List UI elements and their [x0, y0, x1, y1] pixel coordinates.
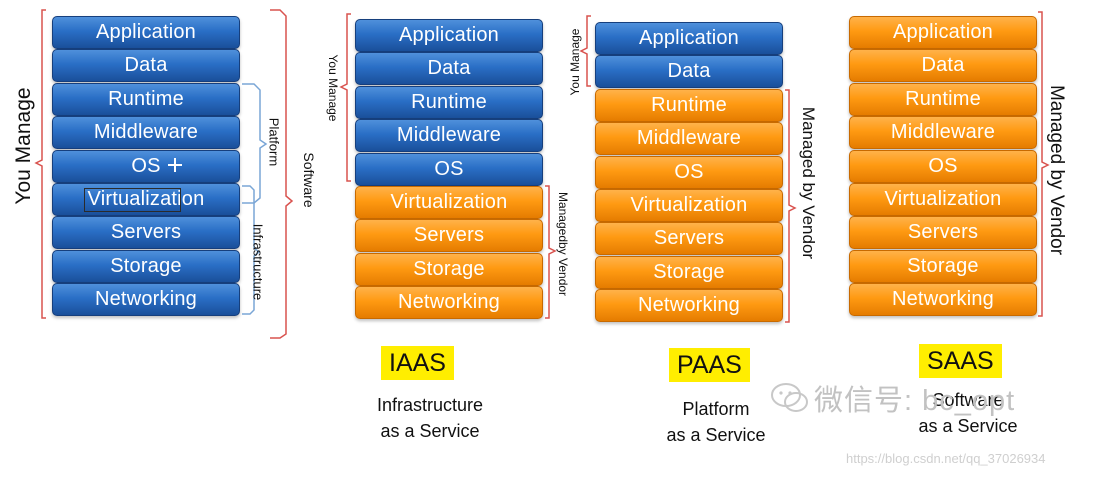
- bracket-you-manage-1: [34, 9, 46, 319]
- selection-box: [84, 188, 181, 212]
- software-label: Software: [301, 152, 317, 208]
- saas-caption-line2: as a Service: [918, 416, 1018, 436]
- bracket-software: [270, 9, 294, 339]
- managed-by-vendor-label-4: Managed by Vendor: [1046, 84, 1067, 256]
- layer-servers: Servers: [52, 216, 240, 250]
- layer-os: OS: [355, 152, 543, 186]
- layer-networking: Networking: [52, 283, 240, 317]
- platform-label: Platform: [266, 117, 282, 167]
- layer-runtime: Runtime: [355, 85, 543, 119]
- layer-application: Application: [595, 22, 783, 55]
- bracket-vendor-2: [545, 185, 557, 319]
- credit-url: https://blog.csdn.net/qq_37026934: [846, 451, 1046, 466]
- paas-caption: Platform as a Service: [626, 396, 806, 448]
- you-manage-label-2: You Manage: [326, 54, 340, 122]
- saas-caption-line1: Software: [932, 390, 1004, 410]
- bracket-platform: [242, 83, 268, 204]
- iaas-caption-line1: Infrastructure: [376, 395, 484, 415]
- layer-virtualization: Virtualization: [355, 186, 543, 219]
- crosshair-move-icon: [168, 158, 182, 172]
- layer-middleware: Middleware: [355, 119, 543, 153]
- layer-networking: Networking: [595, 289, 783, 323]
- layer-runtime: Runtime: [849, 82, 1037, 116]
- layer-middleware: Middleware: [52, 116, 240, 150]
- layer-storage: Storage: [52, 249, 240, 283]
- layer-application: Application: [849, 16, 1037, 49]
- layer-storage: Storage: [595, 255, 783, 289]
- layer-data: Data: [355, 52, 543, 86]
- saas-badge: SAAS: [919, 344, 1002, 378]
- layer-virtualization: Virtualization: [849, 183, 1037, 216]
- layer-application: Application: [52, 16, 240, 49]
- layer-servers: Servers: [849, 216, 1037, 250]
- wechat-icon: [771, 383, 808, 412]
- paas-caption-line1: Platform: [682, 399, 750, 419]
- layer-application: Application: [355, 19, 543, 52]
- bracket-you-manage-3: [579, 15, 591, 87]
- saas-caption: Software as a Service: [878, 387, 1058, 439]
- managed-by-vendor-label-2: Managedby Vendor: [556, 191, 570, 297]
- managed-by-vendor-label-3: Managed by Vendor: [799, 106, 818, 260]
- paas-badge: PAAS: [669, 348, 750, 382]
- layer-runtime: Runtime: [52, 82, 240, 116]
- watermark-text: 微信号: bc_opt: [814, 385, 1016, 417]
- layer-os: OS: [52, 149, 240, 183]
- paas-caption-line2: as a Service: [666, 425, 766, 445]
- layer-virtualization: Virtualization: [595, 189, 783, 222]
- layer-data: Data: [595, 55, 783, 89]
- layer-networking: Networking: [849, 283, 1037, 317]
- bracket-vendor-4: [1038, 11, 1050, 317]
- layer-middleware: Middleware: [595, 122, 783, 156]
- layer-data: Data: [52, 49, 240, 83]
- layer-os: OS: [595, 155, 783, 189]
- layer-os: OS: [849, 149, 1037, 183]
- layer-storage: Storage: [849, 249, 1037, 283]
- layer-servers: Servers: [355, 219, 543, 253]
- iaas-badge: IAAS: [381, 346, 454, 380]
- layer-runtime: Runtime: [595, 88, 783, 122]
- layer-data: Data: [849, 49, 1037, 83]
- bracket-infrastructure: [242, 185, 261, 315]
- you-manage-label-1: You Manage: [12, 87, 35, 205]
- layer-networking: Networking: [355, 286, 543, 320]
- iaas-caption-line2: as a Service: [380, 421, 480, 441]
- layer-storage: Storage: [355, 252, 543, 286]
- infrastructure-label: Infrastructure: [250, 223, 266, 301]
- iaas-caption: Infrastructure as a Service: [340, 392, 520, 444]
- bracket-you-manage-2: [339, 13, 351, 182]
- layer-servers: Servers: [595, 222, 783, 256]
- bracket-vendor-3: [785, 89, 797, 323]
- you-manage-label-3: You Manage: [568, 28, 582, 96]
- layer-middleware: Middleware: [849, 116, 1037, 150]
